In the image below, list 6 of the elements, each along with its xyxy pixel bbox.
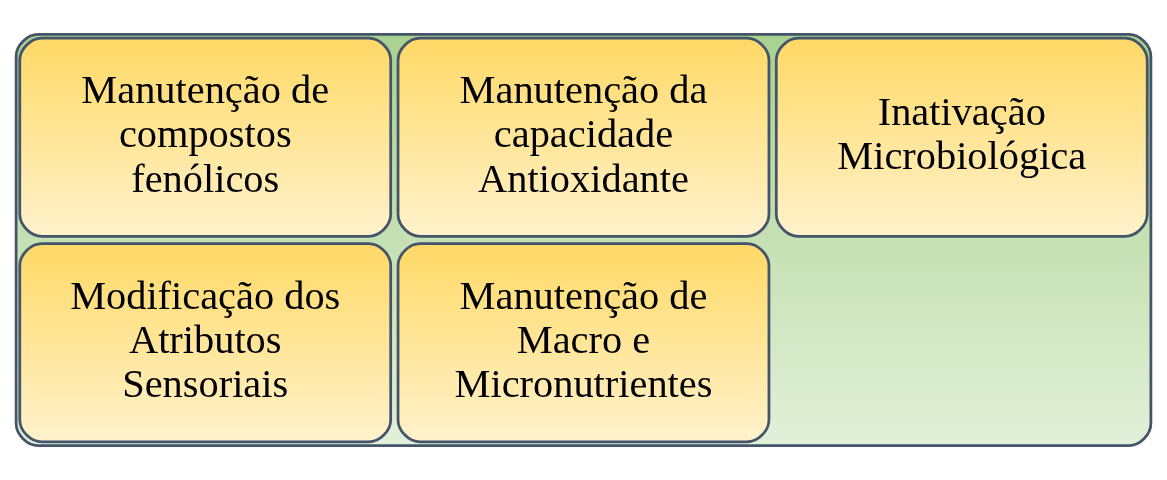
cluster <box>14 32 1153 448</box>
node-box: Manutenção de compostos fenólicos <box>18 36 393 238</box>
node-box: Modificação dos Atributos Sensoriais <box>18 242 393 444</box>
node-box: Manutenção da capacidade Antioxidante <box>396 36 771 238</box>
node-box: Manutenção de Macro e Micronutrientes <box>396 242 771 444</box>
node-box: Inativação Microbiológica <box>774 36 1149 238</box>
